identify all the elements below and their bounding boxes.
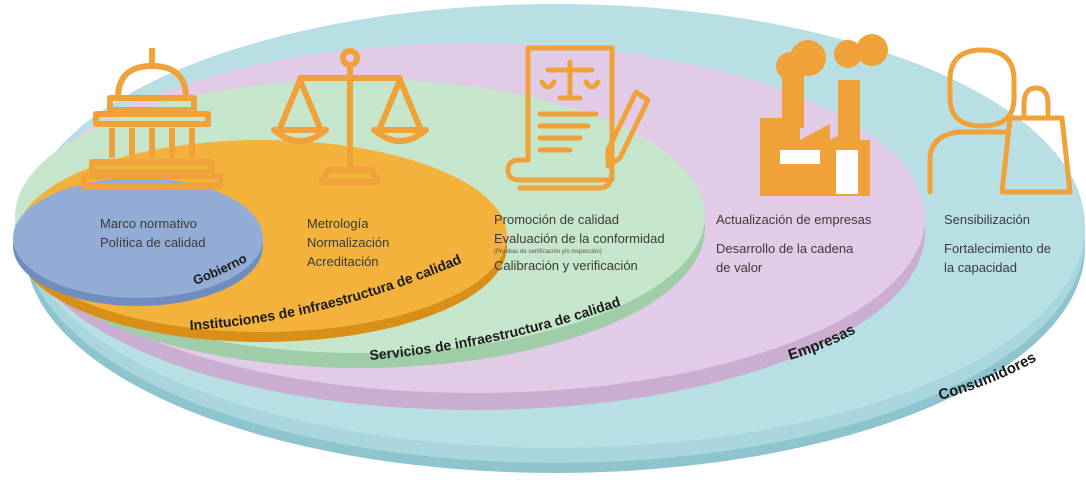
consumidores-items: Sensibilización Fortalecimiento de la ca…	[944, 210, 1051, 277]
empresas-item: Desarrollo de la cadena	[716, 241, 854, 256]
gobierno-item: Marco normativo	[100, 216, 197, 231]
capitol-icon	[81, 48, 223, 189]
instituciones-items: Metrología Normalización Acreditación	[307, 214, 389, 271]
empresas-item: Actualización de empresas	[716, 212, 872, 227]
consumer-icon	[927, 47, 1073, 195]
gobierno-disc	[13, 178, 263, 306]
servicios-items: Promoción de calidad Evaluación de la co…	[494, 210, 665, 275]
consumidores-item: Sensibilización	[944, 212, 1030, 227]
certificate-icon	[505, 45, 651, 191]
instituciones-item: Acreditación	[307, 254, 379, 269]
servicios-item: Evaluación de la conformidad	[494, 231, 665, 246]
factory-icon	[760, 34, 888, 196]
servicios-note: (Pruebas de certificación y/o inspección…	[494, 249, 602, 255]
servicios-item: Promoción de calidad	[494, 212, 620, 227]
gobierno-items: Marco normativo Política de calidad	[100, 214, 206, 252]
servicios-item: Calibración y verificación	[494, 258, 638, 273]
consumidores-item: Fortalecimiento de	[944, 241, 1051, 256]
instituciones-item: Metrología	[307, 216, 369, 231]
scales-icon	[271, 48, 429, 185]
consumidores-item: la capacidad	[944, 260, 1017, 275]
empresas-items: Actualización de empresas Desarrollo de …	[716, 210, 871, 277]
instituciones-item: Normalización	[307, 235, 390, 250]
empresas-item: de valor	[716, 260, 763, 275]
gobierno-item: Política de calidad	[100, 235, 206, 250]
